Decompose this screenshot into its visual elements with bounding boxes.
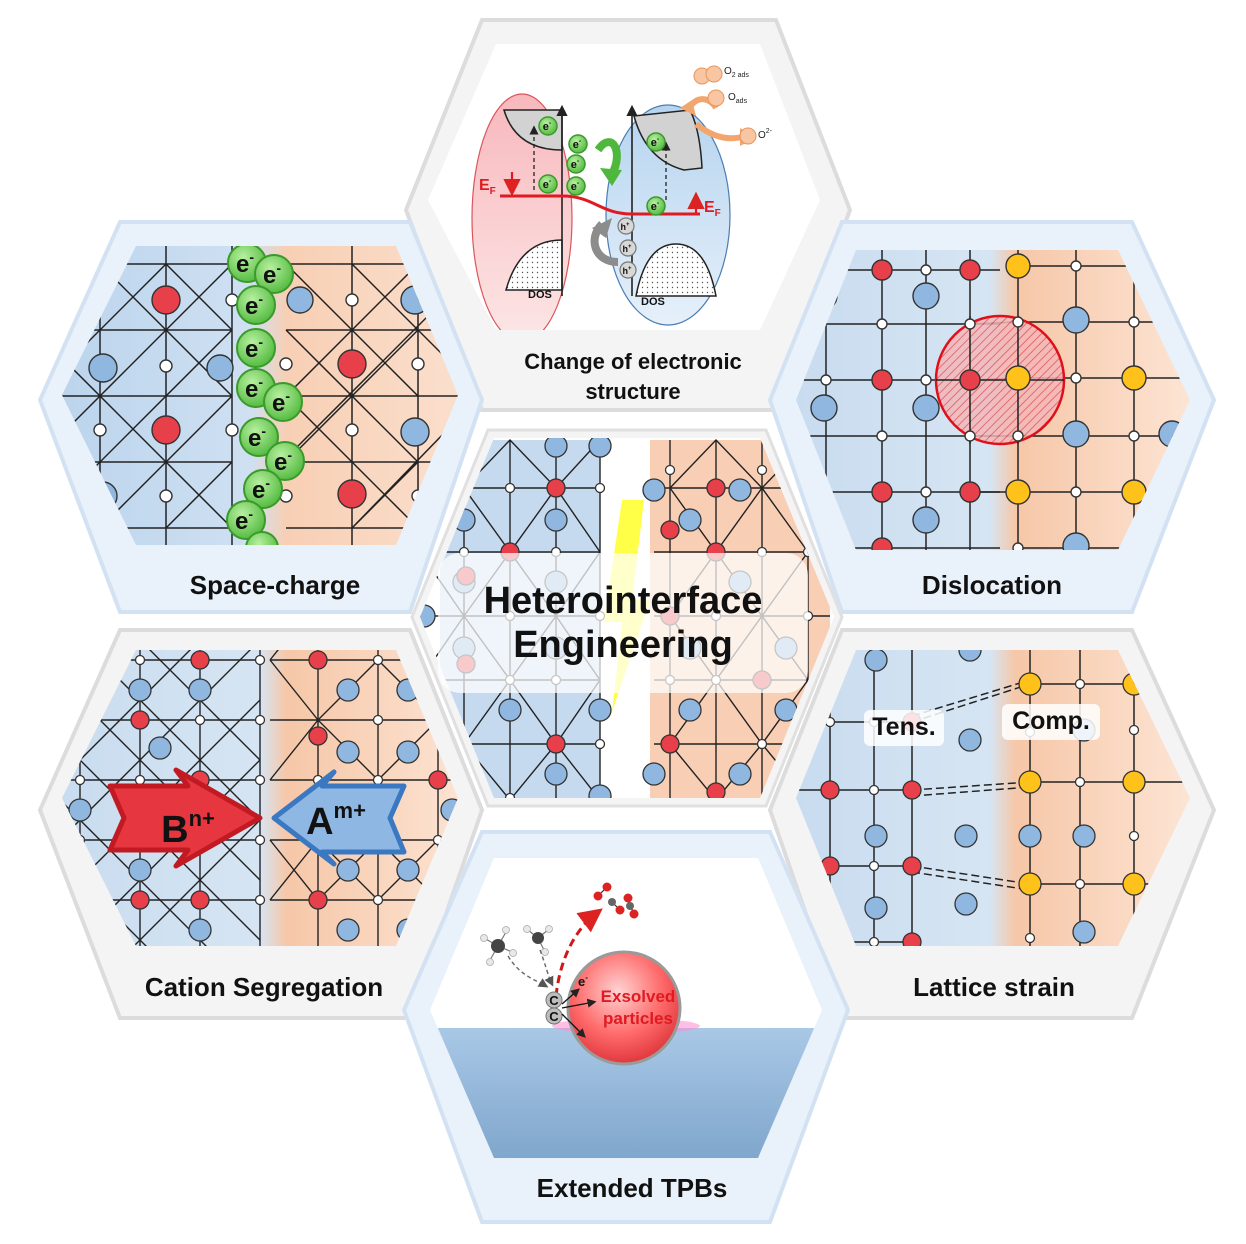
- el-electron: e-: [571, 158, 580, 171]
- oxygen-species: O2 ads Oads O2-: [680, 65, 773, 146]
- sc-electron-label: e-: [245, 374, 263, 403]
- space-charge-atoms: [88, 285, 430, 511]
- sc-electron-label: e-: [248, 423, 266, 452]
- cation-segregation-title: Cation Segregation: [144, 972, 384, 1002]
- b-cation-label: Bn+: [161, 806, 215, 851]
- space-charge-panel: e- e- e- e- e- e- e- e- e- e-: [62, 246, 458, 545]
- center-title-line1: Heterointerface: [483, 580, 763, 622]
- fermi-label-right: EF: [704, 199, 721, 219]
- el-electron: e-: [543, 178, 552, 191]
- lattice-strain-panel: [796, 650, 1190, 946]
- carbon-atoms: C C e-: [545, 973, 597, 1038]
- hydrocarbon-molecules: [480, 925, 554, 988]
- sc-electron-label: e-: [263, 260, 281, 289]
- exsolved-particle: [566, 950, 682, 1066]
- dislocation-panel: [796, 250, 1190, 550]
- a-cation-arrow: [271, 769, 407, 867]
- el-electron: e-: [543, 120, 552, 133]
- o2-minus-label: O2-: [758, 128, 773, 141]
- o2-ads-label: O2 ads: [724, 66, 749, 79]
- el-electron: e-: [571, 180, 580, 193]
- center-title: Heterointerface Engineering: [438, 553, 808, 693]
- particle-line1: Exsolved: [600, 987, 676, 1006]
- electronic-title-line2: structure: [585, 379, 681, 404]
- el-hole: h+: [620, 222, 630, 232]
- electronic-structure-panel: e- e- e- e- e- e- e- h+ h+ h+ EF EF DOS …: [428, 44, 820, 330]
- sc-electron-label: e-: [245, 334, 263, 363]
- el-hole: h+: [622, 266, 632, 276]
- dos-label-left: DOS: [528, 289, 552, 301]
- el-electron: e-: [573, 138, 582, 151]
- b-cation-arrow: [107, 767, 263, 869]
- electronic-structure-title: Change of electronic structure: [470, 347, 796, 407]
- sc-electron-label: e-: [252, 475, 270, 504]
- el-hole: h+: [622, 244, 632, 254]
- cation-segregation-panel: Bn+ Am+: [62, 650, 458, 946]
- strain-tags: [864, 704, 1100, 746]
- o-ads-label: Oads: [728, 92, 748, 105]
- co2-products: [554, 882, 639, 997]
- el-electron: e-: [651, 200, 660, 213]
- dos-label-right: DOS: [641, 296, 665, 308]
- sc-electron-label: e-: [236, 249, 254, 278]
- el-electron: e-: [651, 136, 660, 149]
- compression-label: Comp.: [1012, 707, 1090, 735]
- particle-line2: particles: [603, 1009, 673, 1028]
- tpb-title: Extended TPBs: [536, 1173, 728, 1203]
- a-cation-label: Am+: [306, 798, 366, 843]
- dislocation-title: Dislocation: [921, 570, 1063, 600]
- space-charge-electrons: e- e- e- e- e- e- e- e- e- e-: [226, 246, 305, 545]
- electronic-title-line1: Change of electronic: [524, 349, 742, 374]
- center-title-line2: Engineering: [513, 624, 733, 666]
- sc-electron-label: e-: [235, 506, 253, 535]
- sc-electron-label: e-: [274, 447, 292, 476]
- carbon-label: C: [549, 993, 559, 1008]
- sc-electron-label: e-: [245, 291, 263, 320]
- tension-label: Tens.: [872, 713, 936, 741]
- lattice-strain-title: Lattice strain: [913, 972, 1075, 1002]
- fermi-label-left: EF: [479, 177, 496, 197]
- tpb-panel: C C e-: [430, 858, 822, 1158]
- exsolved-particles-label: Exsolved particles: [580, 986, 696, 1030]
- carbon-label: C: [549, 1009, 559, 1024]
- sc-electron-label: e-: [272, 388, 290, 417]
- space-charge-title: Space-charge: [189, 570, 361, 600]
- tpb-electron: e-: [578, 973, 588, 989]
